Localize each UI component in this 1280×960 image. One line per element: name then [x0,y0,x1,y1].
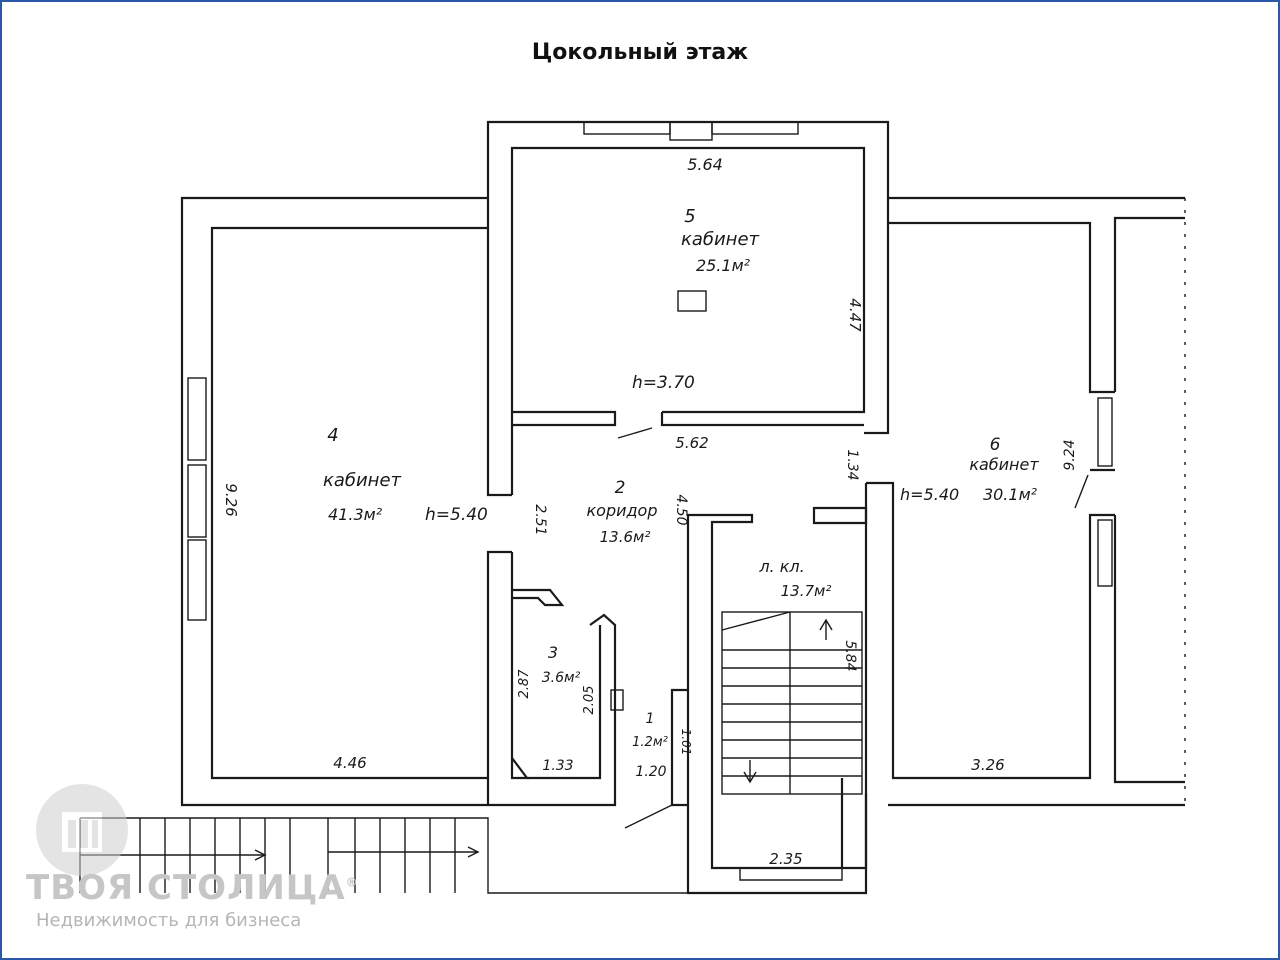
room-3-number: 3 [548,643,558,662]
room-2-area: 13.6м² [600,528,651,546]
room-3-dim-a: 2.87 [517,669,532,699]
page-title: Цокольный этаж [531,40,749,65]
room-5-walls [486,120,890,495]
room-4-number: 4 [327,425,338,446]
watermark-tagline: Недвижимость для бизнеса [36,910,302,931]
room-6-number: 6 [990,435,1001,455]
room-6-dim-height: 9.24 [1062,439,1078,470]
room-2-dim-b: 4.50 [673,494,689,525]
room-3-area: 3.6м² [542,670,581,686]
room-3-walls [488,552,688,829]
room-4-ceiling-height: h=5.40 [425,505,488,525]
room-6-dim-width: 3.26 [971,756,1004,774]
room-5-number: 5 [684,206,695,227]
room-5-dim-top: 5.64 [687,155,723,174]
room-4-dim-height: 9.26 [222,483,240,516]
room-5-dim-height: 4.47 [846,298,864,332]
room-4-walls [180,196,512,807]
stair-dim-height: 5.84 [842,640,858,671]
house-logo-icon [36,784,128,876]
room-6-ceiling-height: h=5.40 [900,485,959,504]
room-2-number: 2 [615,478,626,498]
watermark-brand: ТВОЯ СТОЛИЦА® [26,868,359,908]
room-1-dim-width: 1.20 [635,764,666,780]
room-4-dim-width: 4.46 [333,754,366,772]
room-2-dim-a: 2.51 [532,504,548,535]
room-3-dim-b: 2.05 [582,686,597,715]
room-5-area: 25.1м² [696,256,751,275]
room-1-area: 1.2м² [632,735,668,750]
staircase-walls [670,483,868,895]
stair-name: л. кл. [758,557,804,576]
room-5-ceiling-height: h=3.70 [632,373,695,393]
room-6-walls [866,196,1186,807]
room-6-area: 30.1м² [983,485,1038,504]
room-1-dim-height: 1.01 [679,729,693,756]
room-2-dim-c: 1.34 [844,449,860,480]
stair-dim-width: 2.35 [769,850,802,868]
room-3-dim-c: 1.33 [542,758,573,774]
room-5-dim-bottom: 5.62 [675,434,708,452]
room-4-area: 41.3м² [328,505,383,524]
room-6-name: кабинет [969,455,1039,474]
room-1-number: 1 [646,711,655,727]
room-4-name: кабинет [323,470,402,491]
room-5-name: кабинет [681,229,760,250]
stair-area: 13.7м² [781,582,832,600]
room-2-name: коридор [586,501,657,520]
